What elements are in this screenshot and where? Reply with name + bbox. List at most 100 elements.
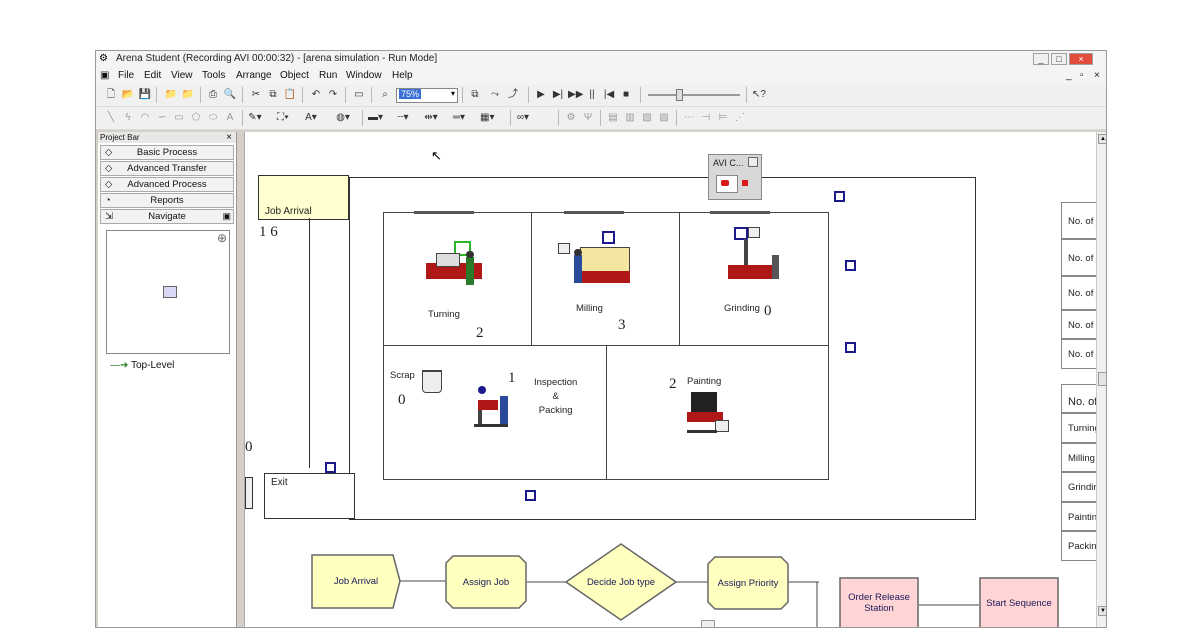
menu-object[interactable]: Object [280,70,309,81]
animate-icon[interactable]: ⚙ [566,112,576,123]
panel-navigate[interactable]: ⇲ Navigate ▣ [100,209,234,224]
fill-color-icon[interactable]: ⛶▾ [277,112,289,123]
flow-module-order-release-station[interactable]: Order Release Station [839,577,919,627]
paste-icon[interactable]: 📋 [283,89,297,100]
flow-module-start-sequence[interactable]: Start Sequence [979,577,1059,627]
tree-top-level[interactable]: —➔ Top-Level [110,360,174,371]
scroll-thumb[interactable] [1098,372,1106,386]
horizontal-scrollbar-thumb[interactable] [701,620,715,627]
polygon-icon[interactable]: ⬠ [191,112,201,123]
redo-icon[interactable]: ↷ [328,89,338,100]
line-width-icon[interactable]: ▬▾ [368,112,384,123]
model-canvas[interactable]: ↖ Job Arrival 1 6 Exit 0 Turning 2 [244,132,1106,627]
ellipse-icon[interactable]: ⬭ [208,112,218,123]
help-pointer-icon[interactable]: ↖? [752,89,766,100]
route-icon[interactable]: ⤴ [508,89,518,100]
project-bar-close-icon[interactable]: × [226,132,232,143]
inspection-packing-station[interactable]: Scrap 0 1 Inspection & Packing [383,345,608,480]
save-icon[interactable]: 💾 [138,89,152,100]
plot-icon[interactable]: ▤ [608,112,618,123]
zoom-plus-icon[interactable]: ⊕ [216,231,227,245]
polyline-icon[interactable]: ϟ [125,112,131,123]
text-color-icon[interactable]: A▾ [305,112,317,123]
fill-pattern-icon[interactable]: ▦▾ [480,112,495,123]
screen-icon[interactable]: ▭ [354,89,364,100]
inner-restore-button[interactable]: ▫ [1080,70,1084,81]
background-color-icon[interactable]: ◍▾ [336,112,350,123]
turning-station[interactable]: Turning 2 [383,211,533,347]
flow-module-decide-job-type[interactable]: Decide Job type [564,543,678,621]
thumbnail-toggle-icon[interactable]: ▣ [222,211,231,221]
menu-help[interactable]: Help [392,70,413,81]
menu-window[interactable]: Window [346,70,382,81]
menu-file[interactable]: File [118,70,135,81]
line-pattern-icon[interactable]: ═▾ [452,112,466,123]
open-icon[interactable]: 📂 [121,89,135,100]
grinding-station[interactable]: Grinding 0 [679,211,829,347]
scroll-up-icon[interactable]: ▲ [1098,134,1106,144]
link-icon[interactable]: ∞▾ [516,112,530,123]
avi-stop-button[interactable] [742,180,748,186]
station-icon[interactable]: ⊣ [701,112,711,123]
minimize-button[interactable]: _ [1033,53,1049,65]
new-icon[interactable]: 🗋 [106,89,116,100]
box-icon[interactable]: ▭ [174,112,184,123]
flow-module-job-arrival[interactable]: Job Arrival [311,554,401,609]
panel-advanced-transfer[interactable]: ◇ Advanced Transfer [100,161,234,176]
scroll-down-icon[interactable]: ▼ [1098,606,1106,616]
print-preview-icon[interactable]: 🔍 [223,89,237,100]
panel-basic-process[interactable]: ◇ Basic Process [100,145,234,160]
undo-icon[interactable]: ↶ [311,89,321,100]
menu-view[interactable]: View [171,70,193,81]
menu-run[interactable]: Run [319,70,338,81]
step-button[interactable]: ▶| [552,89,564,100]
maximize-button[interactable]: □ [1051,53,1067,65]
chevron-down-icon[interactable]: ▾ [450,89,455,98]
panel-advanced-process[interactable]: ◇ Advanced Process [100,177,234,192]
go-button[interactable]: ▶ [537,89,545,100]
panel-reports[interactable]: ◔ Reports [100,193,234,208]
level-icon[interactable]: ▧ [642,112,652,123]
resource-icon[interactable]: Ψ [583,112,593,123]
layers-icon[interactable]: ⧉ [471,89,479,100]
arc-icon[interactable]: ◠ [140,112,150,123]
vertical-scrollbar[interactable]: ▲ ▼ [1096,132,1106,627]
slider-thumb[interactable] [676,89,683,101]
menu-tools[interactable]: Tools [202,70,226,81]
template-attach-icon[interactable]: 📁 [164,89,178,100]
zoom-select[interactable]: 75% ▾ [396,88,458,103]
flow-module-assign-priority[interactable]: Assign Priority [707,556,789,610]
cut-icon[interactable]: ✂ [251,89,261,100]
pause-button[interactable]: || [589,89,595,100]
job-arrival-box[interactable]: Job Arrival [258,175,349,220]
chart-icon[interactable]: ▨ [659,112,669,123]
transporter-icon[interactable]: ⊨ [718,112,728,123]
exit-box[interactable]: Exit [264,473,355,519]
line-icon[interactable]: ╲ [107,112,115,123]
template-detach-icon[interactable]: 📁 [181,89,195,100]
route-anim-icon[interactable]: ⋯ [684,112,694,123]
painting-station[interactable]: 2 Painting [606,345,829,480]
close-button[interactable]: × [1069,53,1093,65]
menu-edit[interactable]: Edit [144,70,162,81]
end-button[interactable]: ■ [622,89,630,100]
navigate-thumbnail[interactable]: ⊕ [106,230,230,354]
inner-minimize-button[interactable]: _ [1066,70,1072,81]
inner-close-button[interactable]: × [1094,70,1100,81]
avi-control-panel[interactable]: AVI C... [708,154,762,200]
avi-settings-icon[interactable] [748,157,758,167]
segment-icon[interactable]: ⋰ [735,112,745,123]
bezier-icon[interactable]: ∽ [157,112,167,123]
avi-record-button[interactable] [716,175,738,193]
menu-arrange[interactable]: Arrange [236,70,272,81]
arrow-style-icon[interactable]: ⇹▾ [424,112,438,123]
connect-icon[interactable]: ⤳ [491,89,499,100]
zoom-icon[interactable]: ⌕ [382,89,388,100]
fast-forward-button[interactable]: ▶▶ [568,89,584,100]
flow-module-assign-job[interactable]: Assign Job [445,555,527,609]
histogram-icon[interactable]: ▥ [625,112,635,123]
start-over-button[interactable]: |◀ [603,89,615,100]
copy-icon[interactable]: ⧉ [269,89,277,100]
animation-speed-slider[interactable] [648,89,740,101]
milling-station[interactable]: Milling 3 [531,211,681,347]
